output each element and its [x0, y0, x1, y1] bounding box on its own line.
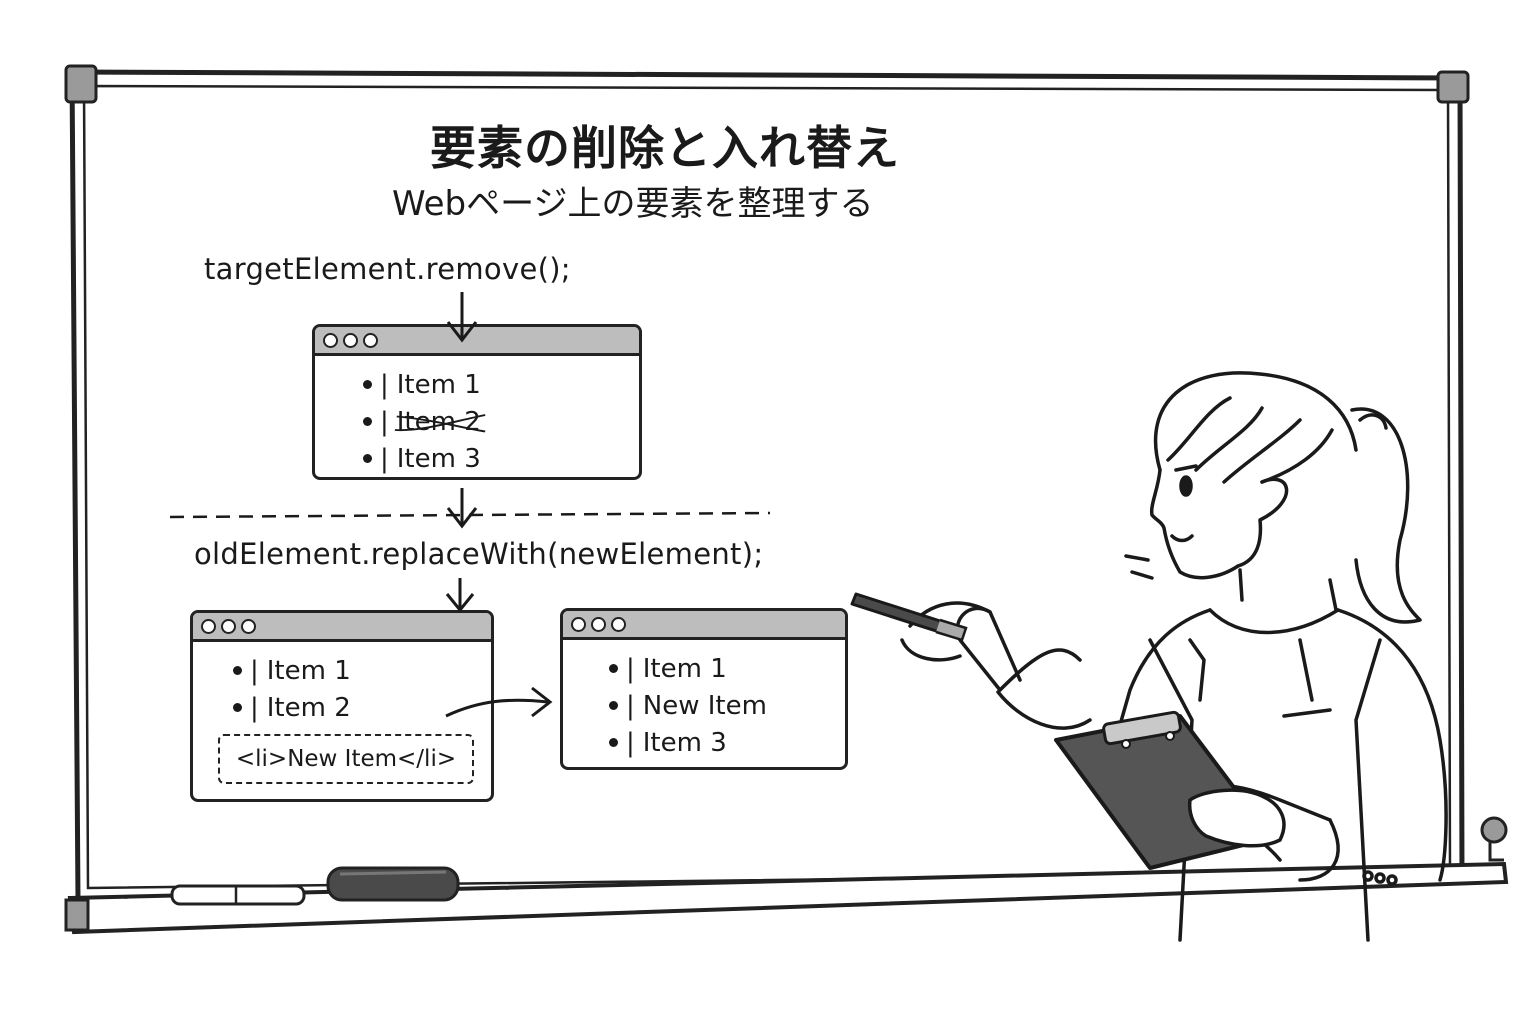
window-dots-icon: [241, 618, 256, 634]
cursor-bar: |: [626, 653, 635, 684]
down-arrow-icon: [445, 578, 475, 613]
list-item: | Item 3: [609, 724, 845, 761]
list-item: | Item 1: [609, 650, 845, 687]
list-item-label: Item 1: [396, 369, 481, 400]
bullet-icon: [233, 703, 242, 712]
after-item-list: | Item 1 | New Item | Item 3: [563, 640, 845, 761]
list-item-label: Item 1: [642, 653, 727, 684]
window-title-bar: [563, 611, 845, 640]
marker-icon: [170, 884, 306, 906]
list-item: | Item 2: [233, 689, 491, 726]
bullet-icon: [609, 664, 618, 673]
after-replace-window: | Item 1 | New Item | Item 3: [560, 608, 848, 770]
window-dots-icon: [611, 616, 626, 632]
bullet-icon: [363, 454, 372, 463]
list-item-label: Item 3: [642, 727, 727, 758]
before-item-list: | Item 1 | Item 2: [193, 642, 491, 726]
new-element-code: <li>New Item</li>: [218, 734, 474, 784]
window-dots-icon: [343, 332, 358, 348]
eraser-icon: [326, 866, 460, 902]
cursor-bar: |: [626, 690, 635, 721]
cursor-bar: |: [250, 692, 259, 723]
bullet-icon: [363, 380, 372, 389]
window-dots-icon: [591, 616, 606, 632]
list-item: | Item 3: [363, 440, 639, 477]
window-dots-icon: [201, 618, 216, 634]
whiteboard-subtitle: Webページ上の要素を整理する: [392, 184, 874, 224]
list-item-label: Item 1: [266, 655, 351, 686]
cursor-bar: |: [250, 655, 259, 686]
section-divider: [169, 511, 771, 519]
remove-demo-window: | Item 1 | Item 2 | Item 3: [312, 324, 642, 480]
list-item-label: New Item: [642, 690, 767, 721]
list-item: | Item 1: [363, 366, 639, 403]
whiteboard-title: 要素の削除と入れ替え: [430, 121, 900, 175]
cursor-bar: |: [380, 443, 389, 474]
pen-icon: [850, 592, 968, 642]
down-arrow-icon: [446, 292, 478, 343]
window-dots-icon: [221, 618, 236, 634]
bullet-icon: [363, 417, 372, 426]
board-knob: [1480, 816, 1508, 844]
window-title-bar: [315, 327, 639, 356]
cursor-bar: |: [626, 727, 635, 758]
window-title-bar: [193, 613, 491, 642]
window-dots-icon: [363, 332, 378, 348]
frame-corner-cap: [64, 64, 98, 104]
bullet-icon: [609, 738, 618, 747]
cursor-bar: |: [380, 369, 389, 400]
list-item-label: Item 3: [396, 443, 481, 474]
list-item-label: Item 2: [266, 692, 351, 723]
teacher-hand: [1187, 788, 1286, 848]
replace-code: oldElement.replaceWith(newElement);: [194, 537, 764, 571]
window-dots-icon: [571, 616, 586, 632]
remove-item-list: | Item 1 | Item 2 | Item 3: [315, 356, 639, 477]
bullet-icon: [233, 666, 242, 675]
list-item: | Item 1: [233, 652, 491, 689]
frame-corner-cap: [1436, 70, 1470, 104]
window-dots-icon: [323, 332, 338, 348]
cursor-bar: |: [380, 406, 389, 437]
down-arrow-icon: [446, 488, 478, 529]
list-item: | New Item: [609, 687, 845, 724]
remove-code: targetElement.remove();: [204, 252, 571, 286]
right-arrow-icon: [445, 686, 553, 718]
bullet-icon: [609, 701, 618, 710]
